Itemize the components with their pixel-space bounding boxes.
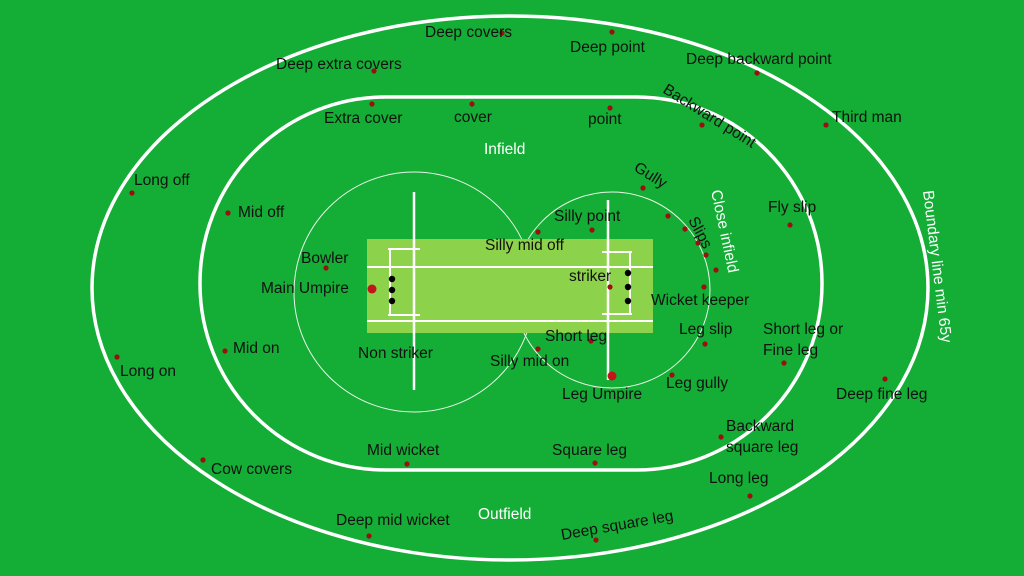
fielder-dots <box>114 29 888 543</box>
zone-infield-label: Infield <box>484 141 525 158</box>
label-short-leg-or-fine-leg-line2: Fine leg <box>763 342 818 359</box>
main-umpire-marker <box>367 284 377 294</box>
label-square-leg: Square leg <box>552 442 627 459</box>
leg-umpire-marker <box>607 371 617 381</box>
label-backward-square-leg: Backward square leg <box>726 418 798 456</box>
label-short-leg-or-fine-leg-line1: Short leg or <box>763 321 843 338</box>
label-deep-backward-point: Deep backward point <box>686 51 832 68</box>
label-leg-gully: Leg gully <box>666 375 728 392</box>
label-slips: Slips <box>684 214 715 252</box>
label-short-leg: Short leg <box>545 328 607 345</box>
label-deep-square-leg: Deep square leg <box>560 507 675 543</box>
label-short-leg-or-fine-leg: Short leg or Fine leg <box>763 321 847 359</box>
label-cover: cover <box>454 109 492 126</box>
label-leg-umpire: Leg Umpire <box>562 386 642 403</box>
label-deep-fine-leg: Deep fine leg <box>836 386 927 403</box>
label-main-umpire: Main Umpire <box>261 280 349 297</box>
label-deep-covers: Deep covers <box>425 24 512 41</box>
zone-outfield-label: Outfield <box>478 506 531 523</box>
label-silly-mid-off: Silly mid off <box>485 237 565 254</box>
label-silly-point: Silly point <box>554 208 621 225</box>
label-backward-point: Backward point <box>660 81 759 152</box>
label-fly-slip: Fly slip <box>768 199 816 216</box>
label-mid-wicket: Mid wicket <box>367 442 440 459</box>
stumps-bowler-end <box>388 275 396 305</box>
label-long-off: Long off <box>134 172 190 189</box>
label-extra-cover: Extra cover <box>324 110 402 127</box>
label-gully: Gully <box>631 159 670 192</box>
label-backward-square-leg-line2: square leg <box>726 439 798 456</box>
label-point: point <box>588 111 622 128</box>
stumps-striker-end <box>624 269 632 305</box>
label-third-man: Third man <box>832 109 902 126</box>
label-leg-slip: Leg slip <box>679 321 732 338</box>
label-bowler: Bowler <box>301 250 348 267</box>
zone-close-infield-label: Close infield <box>707 188 741 274</box>
label-silly-mid-on: Silly mid on <box>490 353 569 370</box>
label-long-on: Long on <box>120 363 176 380</box>
label-mid-off: Mid off <box>238 204 285 221</box>
label-wicket-keeper: Wicket keeper <box>651 292 749 309</box>
boundary-line <box>90 14 930 562</box>
label-cow-covers: Cow covers <box>211 461 292 478</box>
label-non-striker: Non striker <box>358 345 433 362</box>
label-deep-extra-covers: Deep extra covers <box>276 56 402 73</box>
infield-line <box>198 95 824 472</box>
label-striker: striker <box>569 268 611 285</box>
label-backward-square-leg-line1: Backward <box>726 418 794 435</box>
label-deep-mid-wicket: Deep mid wicket <box>336 512 450 529</box>
label-long-leg: Long leg <box>709 470 768 487</box>
label-deep-point: Deep point <box>570 39 646 56</box>
label-mid-on: Mid on <box>233 340 280 357</box>
